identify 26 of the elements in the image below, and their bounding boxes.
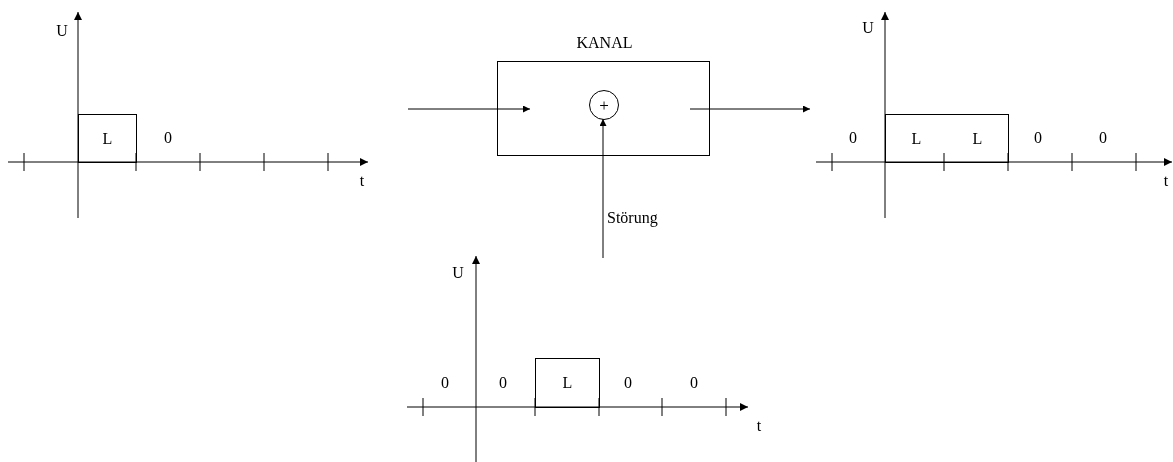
arrow (407, 105, 531, 113)
symbol-label: L (911, 129, 922, 148)
value-label: 0 (849, 130, 857, 146)
axis-label: U (452, 265, 464, 281)
value-label: 0 (499, 375, 507, 391)
arrow (599, 118, 607, 259)
value-label: 0 (164, 130, 172, 146)
value-label: 0 (1099, 130, 1107, 146)
arrow (689, 105, 811, 113)
pulse-box (78, 114, 137, 163)
input-label: Störung (607, 209, 682, 231)
axis-label: t (359, 173, 365, 189)
symbol-label: L (972, 129, 983, 148)
pulse-box (535, 358, 600, 408)
value-label: 0 (1034, 130, 1042, 146)
axis-label: U (56, 23, 68, 39)
pulse-box (885, 114, 1009, 163)
symbol-label: L (102, 129, 113, 148)
value-label: 0 (624, 375, 632, 391)
box-heading: KANAL (576, 35, 633, 51)
axis-label: U (862, 20, 874, 36)
value-label: 0 (690, 375, 698, 391)
axis-label: t (1163, 173, 1169, 189)
symbol-label: L (562, 374, 573, 392)
axis-label: t (756, 418, 762, 434)
value-label: 0 (441, 375, 449, 391)
